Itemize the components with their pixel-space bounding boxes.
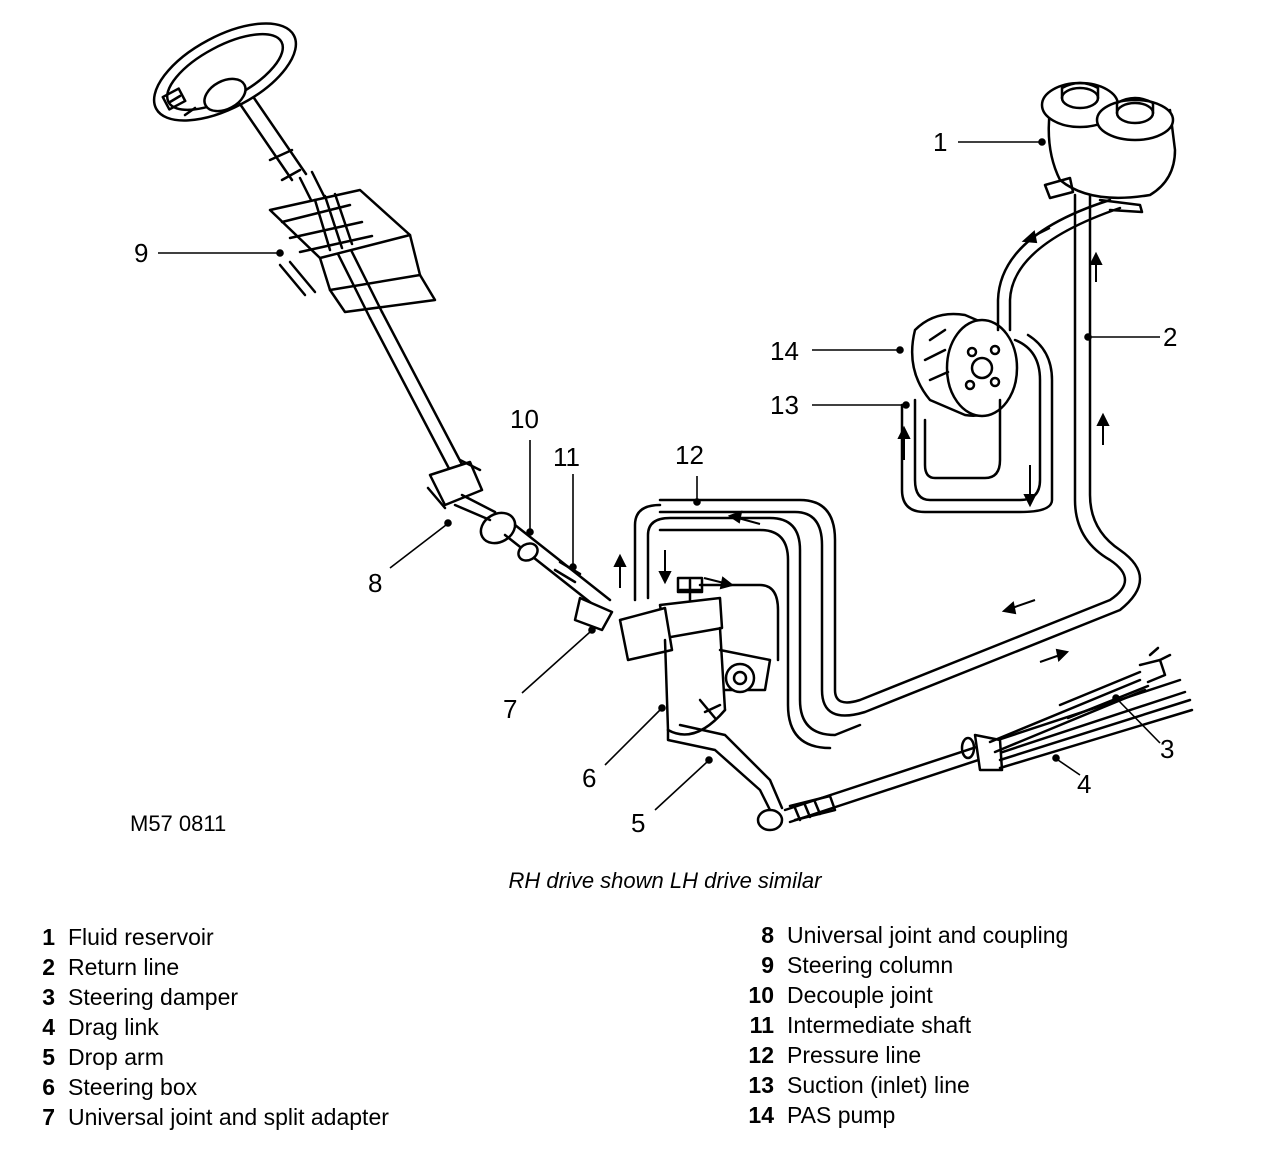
legend-item: 5 Drop arm — [20, 1042, 389, 1072]
callout-12: 12 — [675, 440, 704, 470]
legend-label: Pressure line — [787, 1041, 922, 1068]
callout-9: 9 — [134, 238, 148, 268]
drop-arm — [666, 723, 784, 832]
steering-column — [238, 96, 469, 482]
legend-number: 3 — [42, 983, 55, 1010]
legend-item: 6 Steering box — [20, 1072, 389, 1102]
legend-item: 10 Decouple joint — [736, 980, 1068, 1010]
legend-label: Steering damper — [68, 983, 239, 1010]
drawing-code: M57 0811 — [130, 811, 226, 836]
legend-label: Universal joint and coupling — [787, 921, 1069, 948]
legend-right-column: 8 Universal joint and coupling 9 Steering … — [736, 920, 1068, 1130]
legend-label: Intermediate shaft — [787, 1011, 972, 1038]
legend-item: 14 PAS pump — [736, 1100, 1068, 1130]
pressure-line — [633, 503, 862, 750]
steering-system-diagram: 1 2 3 4 5 6 7 8 9 10 11 12 13 14 M57 081… — [130, 22, 1194, 838]
flow-arrow-icon — [1023, 465, 1037, 508]
flow-arrow-icon — [658, 550, 672, 585]
diagram-caption: RH drive shown LH drive similar — [508, 868, 822, 893]
legend-number: 8 — [761, 921, 774, 948]
legend-label: Decouple joint — [787, 981, 933, 1008]
legend-number: 14 — [748, 1101, 774, 1128]
steering-wheel — [152, 22, 298, 122]
legend-number: 1 — [42, 923, 55, 950]
legend-label: Fluid reservoir — [68, 923, 214, 950]
legend-number: 10 — [748, 981, 774, 1008]
legend-label: Return line — [68, 953, 180, 980]
legend-label: PAS pump — [787, 1101, 896, 1128]
flow-arrow-icon — [1089, 251, 1103, 282]
flow-arrow-icon — [1096, 412, 1110, 445]
steering-box — [618, 576, 772, 736]
steering-damper — [988, 646, 1194, 770]
legend-label: Steering box — [68, 1073, 198, 1100]
callout-8: 8 — [368, 568, 382, 598]
callout-2: 2 — [1163, 322, 1177, 352]
legend-item: 8 Universal joint and coupling — [736, 920, 1068, 950]
legend-label: Drag link — [68, 1013, 159, 1040]
legend-number: 11 — [749, 1011, 774, 1038]
callout-4: 4 — [1077, 769, 1091, 799]
leader-lines — [158, 138, 1161, 811]
callout-7: 7 — [503, 694, 517, 724]
flow-arrow-icon — [703, 576, 735, 590]
legend-item: 9 Steering column — [736, 950, 1068, 980]
legend-label: Steering column — [787, 951, 954, 978]
callout-5: 5 — [631, 808, 645, 838]
legend-item: 7 Universal joint and split adapter — [20, 1102, 389, 1132]
legend-item: 1 Fluid reservoir — [20, 922, 389, 952]
legend-item: 11 Intermediate shaft — [736, 1010, 1068, 1040]
legend-number: 6 — [42, 1073, 55, 1100]
legend-number: 13 — [748, 1071, 774, 1098]
legend-item: 3 Steering damper — [20, 982, 389, 1012]
legend-item: 2 Return line — [20, 952, 389, 982]
legend-number: 12 — [748, 1041, 774, 1068]
flow-arrow-icon — [727, 510, 761, 525]
flow-arrow-icon — [613, 553, 627, 588]
callout-1: 1 — [933, 127, 947, 157]
fluid-reservoir — [1040, 81, 1177, 214]
callout-14: 14 — [770, 336, 799, 366]
pas-pump — [910, 312, 1019, 418]
legend-item: 4 Drag link — [20, 1012, 389, 1042]
legend-number: 5 — [42, 1043, 55, 1070]
legend-number: 2 — [42, 953, 55, 980]
legend-number: 9 — [761, 951, 774, 978]
callout-numbers: 1 2 3 4 5 6 7 8 9 10 11 12 13 14 — [134, 127, 1177, 838]
flow-arrow-icon — [897, 425, 911, 460]
intermediate-shaft — [503, 523, 614, 632]
legend-item: 13 Suction (inlet) line — [736, 1070, 1068, 1100]
return-line — [658, 193, 1142, 717]
callout-6: 6 — [582, 763, 596, 793]
callout-11: 11 — [553, 442, 580, 472]
flow-arrow-icon — [1001, 599, 1036, 615]
legend-label: Universal joint and split adapter — [68, 1103, 389, 1130]
legend-item: 12 Pressure line — [736, 1040, 1068, 1070]
legend-number: 4 — [42, 1013, 55, 1040]
callout-13: 13 — [770, 390, 799, 420]
callout-3: 3 — [1160, 734, 1174, 764]
legend-label: Suction (inlet) line — [787, 1071, 970, 1098]
legend-label: Drop arm — [68, 1043, 164, 1070]
flow-arrow-icon — [1021, 227, 1051, 244]
flow-arrow-icon — [1039, 648, 1070, 663]
flow-arrows — [613, 227, 1110, 663]
legend-number: 7 — [42, 1103, 55, 1130]
callout-10: 10 — [510, 404, 539, 434]
